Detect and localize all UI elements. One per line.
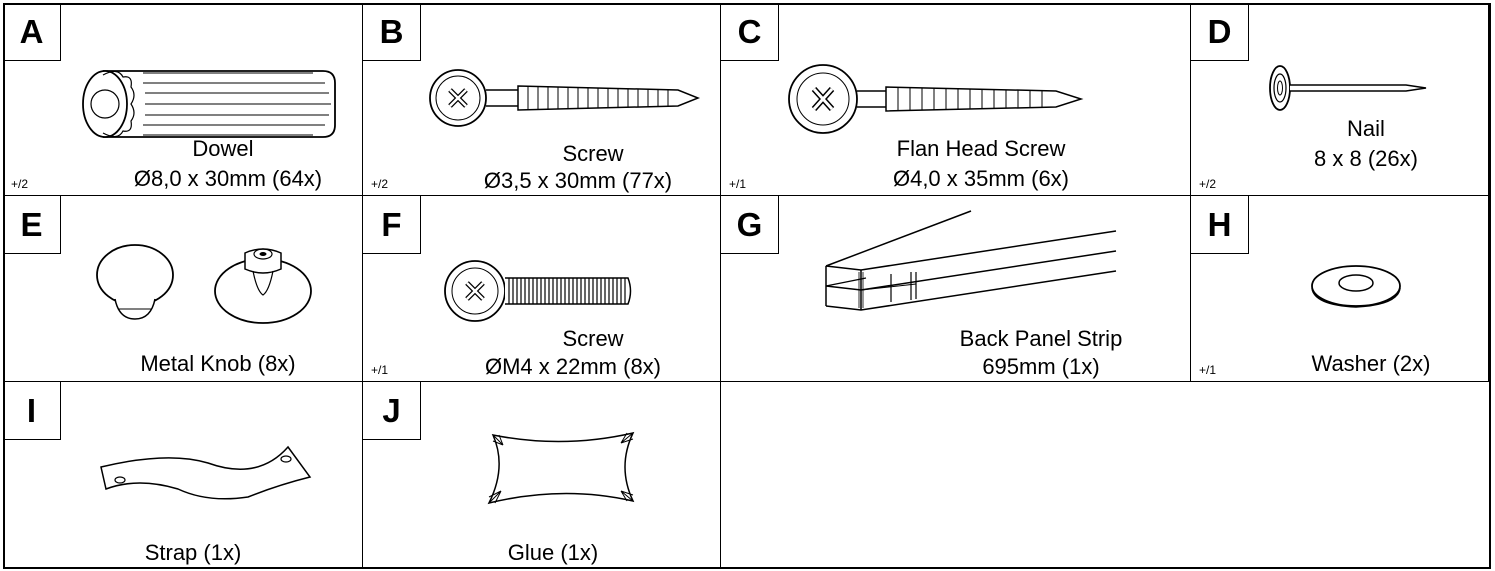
part-name: Dowel <box>192 136 254 161</box>
part-name: Metal Knob (8x) <box>140 351 296 376</box>
part-letter: G <box>721 196 779 254</box>
part-spare-count: +/2 <box>371 177 389 191</box>
part-name: Glue (1x) <box>507 540 599 565</box>
part-cell-a: A Dowel Ø8,0 x 30mm (64x) +/2 <box>3 3 363 196</box>
part-letter: J <box>363 382 421 440</box>
part-name: Screw <box>562 326 624 351</box>
part-cell-h: H Washer (2x) +/1 <box>1191 196 1489 382</box>
part-spec: Ø4,0 x 35mm (6x) <box>892 166 1070 191</box>
washer-icon <box>1306 261 1406 311</box>
part-letter: F <box>363 196 421 254</box>
part-cell-c: C Flan Head Screw Ø4,0 x 35mm (6x) +/1 <box>721 3 1191 196</box>
strap-icon <box>98 437 318 502</box>
nail-icon <box>1266 63 1431 113</box>
part-spare-count: +/2 <box>1199 177 1217 191</box>
part-spec: 695mm (1x) <box>982 354 1100 379</box>
part-cell-j: J Glue (1x) <box>363 382 721 569</box>
part-name: Nail <box>1347 116 1385 141</box>
glue-icon <box>483 427 643 507</box>
part-cell-d: D Nail 8 x 8 (26x) +/2 <box>1191 3 1489 196</box>
part-name: Flan Head Screw <box>896 136 1066 161</box>
metal-knob-icon <box>93 241 318 331</box>
part-spare-count: +/1 <box>729 177 747 191</box>
screw-icon <box>428 66 703 131</box>
dowel-icon <box>73 63 343 148</box>
part-spare-count: +/2 <box>11 177 29 191</box>
part-cell-f: F Screw ØM4 x 22mm (8x) +/1 <box>363 196 721 382</box>
part-spec: Ø3,5 x 30mm (77x) <box>483 168 673 193</box>
part-cell-e: E Metal Knob (8x) <box>3 196 363 382</box>
part-spare-count: +/1 <box>371 363 389 377</box>
part-letter: D <box>1191 3 1249 61</box>
part-cell-g: G Back Panel Strip 695mm (1x) <box>721 196 1191 382</box>
part-letter: I <box>3 382 61 440</box>
part-name: Screw <box>562 141 624 166</box>
part-letter: H <box>1191 196 1249 254</box>
part-letter: C <box>721 3 779 61</box>
machine-screw-icon <box>443 256 638 326</box>
part-spec: Ø8,0 x 30mm (64x) <box>133 166 323 191</box>
empty-cell <box>721 382 1489 569</box>
part-letter: B <box>363 3 421 61</box>
part-letter: A <box>3 3 61 61</box>
part-name: Strap (1x) <box>144 540 242 565</box>
part-cell-b: B Screw Ø3,5 x 30mm (77x) +/2 <box>363 3 721 196</box>
panel-strip-icon <box>821 206 1121 326</box>
part-letter: E <box>3 196 61 254</box>
part-spare-count: +/1 <box>1199 363 1217 377</box>
part-spec: ØM4 x 22mm (8x) <box>484 354 662 379</box>
part-spec: 8 x 8 (26x) <box>1314 146 1418 171</box>
part-name: Back Panel Strip <box>959 326 1123 351</box>
flange-screw-icon <box>786 63 1086 138</box>
part-name: Washer (2x) <box>1311 351 1431 376</box>
part-cell-i: I Strap (1x) <box>3 382 363 569</box>
